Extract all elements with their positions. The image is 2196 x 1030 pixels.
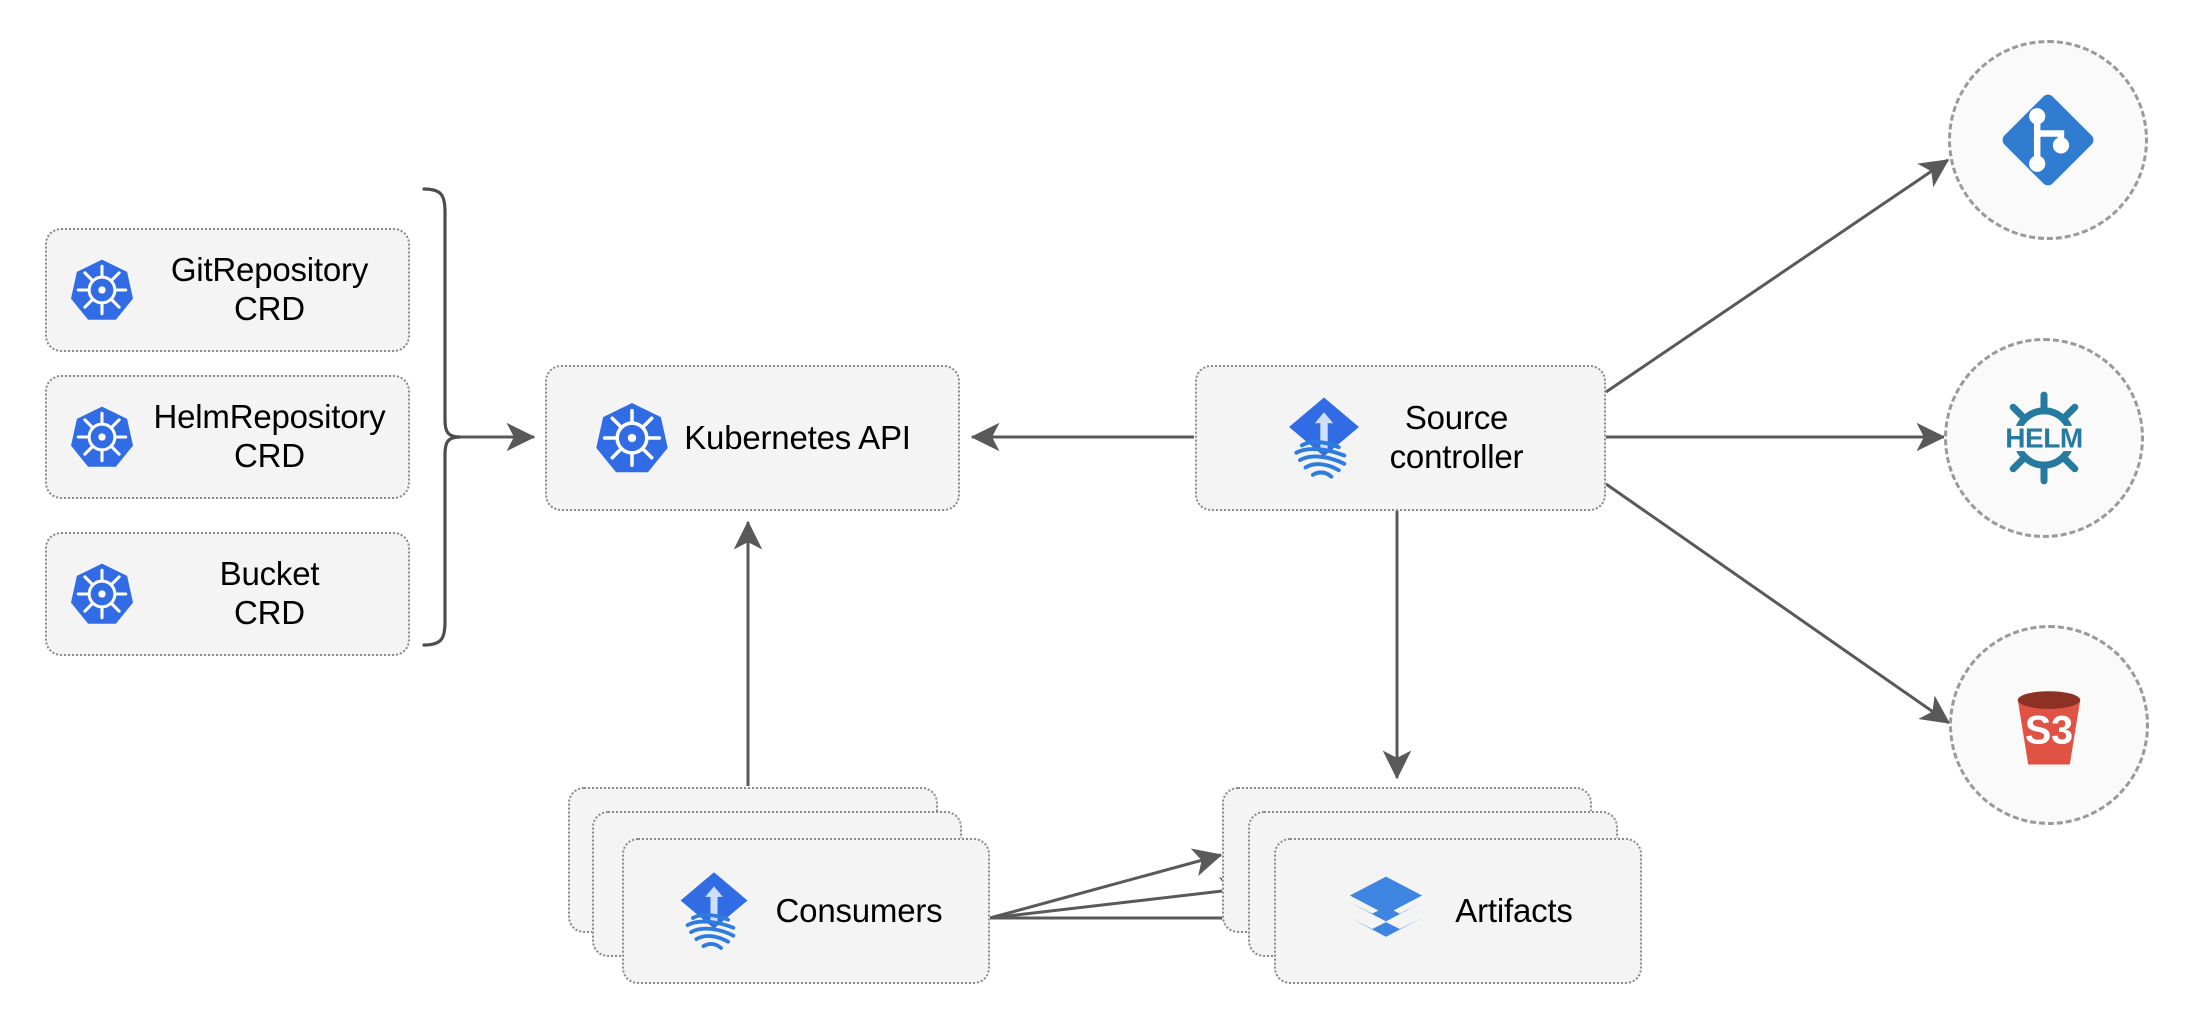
node-label: Bucket CRD xyxy=(219,555,320,631)
node-artifacts[interactable]: Artifacts xyxy=(1274,838,1642,984)
kubernetes-icon xyxy=(69,404,135,470)
node-consumers[interactable]: Consumers xyxy=(622,838,990,984)
external-system-helm[interactable]: HELM xyxy=(1944,338,2144,538)
node-bucket-crd[interactable]: Bucket CRD xyxy=(45,532,410,656)
flux-icon xyxy=(1278,392,1370,484)
node-label: GitRepository CRD xyxy=(170,251,369,327)
node-gitrepository-crd[interactable]: GitRepository CRD xyxy=(45,228,410,352)
git-icon xyxy=(1994,86,2102,194)
helm-icon: HELM xyxy=(1988,382,2100,494)
edge-consumers-to-artifacts-1 xyxy=(989,848,1223,920)
svg-text:HELM: HELM xyxy=(2005,422,2082,453)
kubernetes-icon xyxy=(594,400,670,476)
edge-source-controller-to-git xyxy=(1605,158,1950,394)
external-system-git[interactable] xyxy=(1948,40,2148,240)
node-helmrepository-crd[interactable]: HelmRepository CRD xyxy=(45,375,410,499)
diagram-title: Flux source-controller architecture xyxy=(0,21,1,22)
node-label: Artifacts xyxy=(1455,891,1573,929)
flux-icon xyxy=(670,867,758,955)
node-label: Kubernetes API xyxy=(684,418,911,456)
kubernetes-icon xyxy=(69,561,135,627)
external-system-s3[interactable]: S3 xyxy=(1949,625,2149,825)
edge-source-controller-to-s3 xyxy=(1605,482,1951,725)
edge-consumers-to-artifacts-2 xyxy=(989,876,1250,920)
node-label: Consumers xyxy=(775,891,943,929)
node-label: HelmRepository CRD xyxy=(153,398,386,474)
crd-group-bracket xyxy=(422,187,462,647)
node-kubernetes-api[interactable]: Kubernetes API xyxy=(545,365,960,511)
node-source-controller[interactable]: Source controller xyxy=(1195,365,1606,511)
node-label: Source controller xyxy=(1389,399,1524,475)
svg-text:S3: S3 xyxy=(2025,709,2073,753)
s3-bucket-icon: S3 xyxy=(1997,673,2101,777)
layers-icon xyxy=(1343,868,1429,954)
kubernetes-icon xyxy=(69,257,135,323)
